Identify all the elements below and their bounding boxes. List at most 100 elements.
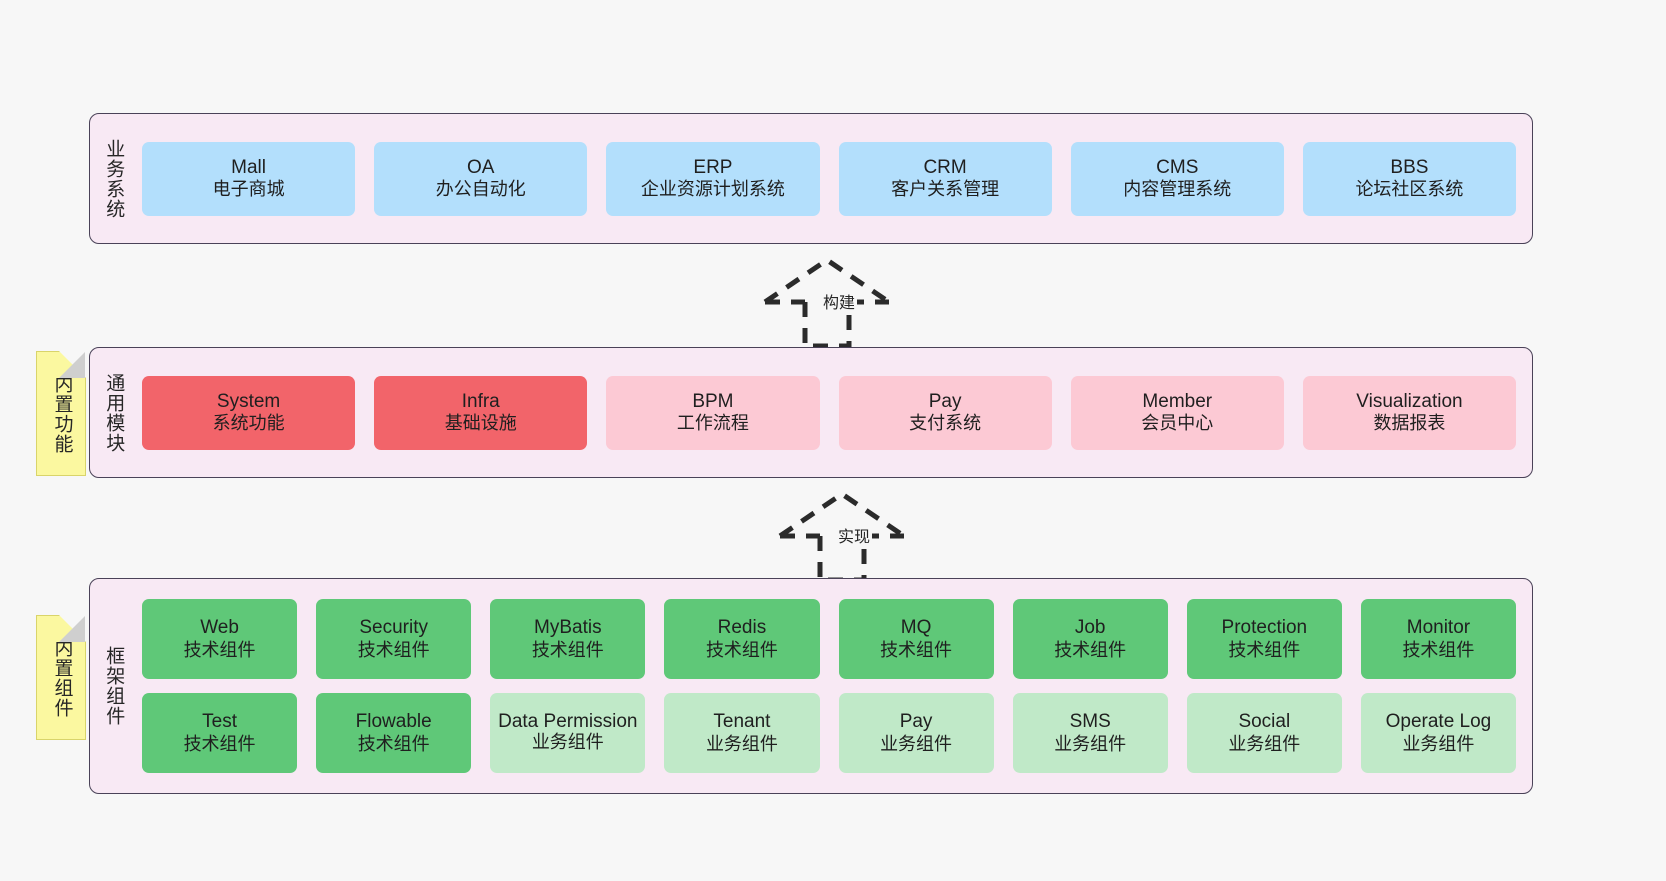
node-protection-desc: 技术组件 — [1228, 639, 1301, 660]
note-builtin-functions[interactable]: 内置功能 — [36, 351, 86, 476]
node-member[interactable]: Member 会员中心 — [1070, 375, 1284, 450]
node-flowable-desc: 技术组件 — [357, 733, 430, 754]
note-builtin-components-label: 内置组件 — [51, 637, 73, 718]
connector-implement-label: 实现 — [836, 523, 873, 547]
node-member-desc: 会员中心 — [1141, 413, 1214, 434]
node-job[interactable]: Job 技术组件 — [1012, 599, 1168, 679]
node-test-name: Test — [202, 711, 237, 733]
node-mybatis-name: MyBatis — [534, 617, 602, 639]
node-oa-name: OA — [467, 156, 495, 178]
node-bpm-desc: 工作流程 — [676, 413, 749, 434]
node-operate-log[interactable]: Operate Log 业务组件 — [1360, 693, 1516, 773]
node-crm-desc: 客户关系管理 — [891, 179, 1000, 200]
node-data-permission-name: Data Permission — [498, 710, 638, 732]
node-crm-name: CRM — [923, 156, 967, 178]
node-web-name: Web — [200, 617, 239, 639]
node-visualization[interactable]: Visualization 数据报表 — [1302, 375, 1517, 450]
node-tenant-name: Tenant — [713, 711, 771, 733]
node-mq[interactable]: MQ 技术组件 — [838, 599, 994, 679]
node-protection-name: Protection — [1221, 617, 1308, 639]
node-flowable[interactable]: Flowable 技术组件 — [316, 693, 472, 773]
node-social[interactable]: Social 业务组件 — [1186, 693, 1342, 773]
node-erp-desc: 企业资源计划系统 — [640, 179, 785, 200]
connector-build-label: 构建 — [821, 289, 858, 313]
node-visualization-desc: 数据报表 — [1373, 413, 1446, 434]
node-redis-desc: 技术组件 — [705, 639, 778, 660]
node-web[interactable]: Web 技术组件 — [142, 599, 298, 679]
node-cms-name: CMS — [1156, 156, 1199, 178]
node-bbs[interactable]: BBS 论坛社区系统 — [1302, 141, 1517, 216]
node-web-desc: 技术组件 — [183, 639, 256, 660]
node-visualization-name: Visualization — [1356, 390, 1463, 412]
node-flowable-name: Flowable — [355, 711, 432, 733]
node-system[interactable]: System 系统功能 — [142, 375, 356, 450]
layer-title-business-systems: 业务系统 — [103, 138, 125, 219]
node-mall-desc: 电子商城 — [212, 179, 285, 200]
node-bpm[interactable]: BPM 工作流程 — [606, 375, 820, 450]
node-pay-component[interactable]: Pay 业务组件 — [838, 693, 994, 773]
node-social-name: Social — [1238, 711, 1291, 733]
node-mall[interactable]: Mall 电子商城 — [142, 141, 356, 216]
layer-body-business-systems: Mall 电子商城 OA 办公自动化 ERP 企业资源计划系统 CRM 客户关系… — [136, 114, 1532, 243]
node-test-desc: 技术组件 — [183, 733, 256, 754]
row-business-components: Test 技术组件 Flowable 技术组件 Data Permission … — [142, 693, 1516, 773]
node-pay-component-name: Pay — [899, 711, 933, 733]
node-sms-name: SMS — [1069, 711, 1111, 733]
node-job-desc: 技术组件 — [1054, 639, 1127, 660]
node-pay-module-name: Pay — [928, 390, 962, 412]
layer-body-framework-components: Web 技术组件 Security 技术组件 MyBatis 技术组件 Redi… — [136, 579, 1532, 793]
node-mybatis[interactable]: MyBatis 技术组件 — [490, 599, 646, 679]
node-tenant[interactable]: Tenant 业务组件 — [664, 693, 820, 773]
node-monitor[interactable]: Monitor 技术组件 — [1360, 599, 1516, 679]
note-builtin-functions-label: 内置功能 — [51, 373, 73, 454]
node-security-desc: 技术组件 — [357, 639, 430, 660]
node-erp-name: ERP — [693, 156, 733, 178]
node-security-name: Security — [359, 617, 428, 639]
node-infra-name: Infra — [461, 390, 500, 412]
node-data-permission-desc: 业务组件 — [531, 732, 604, 753]
layer-title-common-modules: 通用模块 — [103, 372, 125, 453]
node-bpm-name: BPM — [692, 390, 734, 412]
node-social-desc: 业务组件 — [1228, 733, 1301, 754]
node-sms[interactable]: SMS 业务组件 — [1012, 693, 1168, 773]
connector-implement: 实现 — [770, 490, 920, 583]
node-bbs-desc: 论坛社区系统 — [1355, 179, 1464, 200]
node-erp[interactable]: ERP 企业资源计划系统 — [606, 141, 820, 216]
node-infra-desc: 基础设施 — [444, 413, 517, 434]
node-redis-name: Redis — [717, 617, 767, 639]
layer-business-systems[interactable]: 业务系统 Mall 电子商城 OA 办公自动化 ERP 企业资源计划系统 CRM… — [89, 113, 1533, 244]
node-operate-log-desc: 业务组件 — [1402, 733, 1475, 754]
node-pay-component-desc: 业务组件 — [880, 733, 953, 754]
node-operate-log-name: Operate Log — [1385, 711, 1492, 733]
node-tenant-desc: 业务组件 — [705, 733, 778, 754]
node-data-permission[interactable]: Data Permission 业务组件 — [490, 693, 646, 773]
node-security[interactable]: Security 技术组件 — [316, 599, 472, 679]
row-tech-components: Web 技术组件 Security 技术组件 MyBatis 技术组件 Redi… — [142, 599, 1516, 679]
node-system-desc: 系统功能 — [212, 413, 285, 434]
node-oa-desc: 办公自动化 — [435, 179, 526, 200]
node-test[interactable]: Test 技术组件 — [142, 693, 298, 773]
node-protection[interactable]: Protection 技术组件 — [1186, 599, 1342, 679]
row-common-modules: System 系统功能 Infra 基础设施 BPM 工作流程 Pay 支付系统… — [142, 375, 1517, 450]
layer-body-common-modules: System 系统功能 Infra 基础设施 BPM 工作流程 Pay 支付系统… — [136, 348, 1532, 477]
layer-framework-components[interactable]: 框架组件 Web 技术组件 Security 技术组件 MyBatis 技术组件… — [89, 578, 1533, 794]
node-oa[interactable]: OA 办公自动化 — [374, 141, 588, 216]
note-builtin-components[interactable]: 内置组件 — [36, 615, 86, 740]
node-monitor-name: Monitor — [1406, 617, 1471, 639]
node-bbs-name: BBS — [1390, 156, 1429, 178]
node-cms-desc: 内容管理系统 — [1123, 179, 1232, 200]
node-crm[interactable]: CRM 客户关系管理 — [838, 141, 1052, 216]
node-redis[interactable]: Redis 技术组件 — [664, 599, 820, 679]
node-system-name: System — [216, 390, 281, 412]
layer-common-modules[interactable]: 通用模块 System 系统功能 Infra 基础设施 BPM 工作流程 Pay… — [89, 347, 1533, 478]
node-mybatis-desc: 技术组件 — [531, 639, 604, 660]
node-mall-name: Mall — [231, 156, 266, 178]
node-monitor-desc: 技术组件 — [1402, 639, 1475, 660]
node-infra[interactable]: Infra 基础设施 — [374, 375, 588, 450]
node-pay-module[interactable]: Pay 支付系统 — [838, 375, 1052, 450]
node-job-name: Job — [1074, 617, 1106, 639]
node-cms[interactable]: CMS 内容管理系统 — [1070, 141, 1284, 216]
node-sms-desc: 业务组件 — [1054, 733, 1127, 754]
row-business-systems: Mall 电子商城 OA 办公自动化 ERP 企业资源计划系统 CRM 客户关系… — [142, 141, 1517, 216]
